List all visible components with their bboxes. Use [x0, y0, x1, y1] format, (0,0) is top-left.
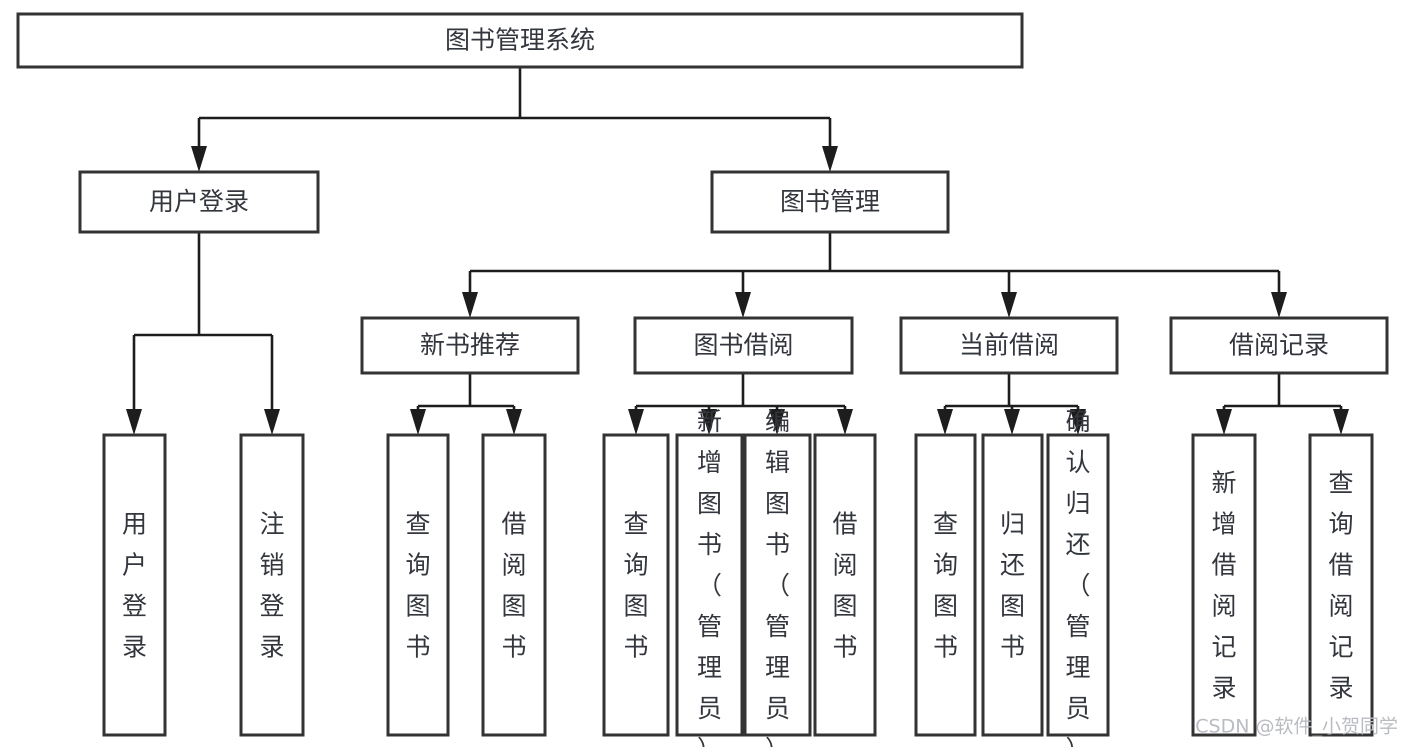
node-box-leaf-user-login[interactable] — [102, 433, 167, 737]
node-box-borrow-record[interactable] — [1169, 316, 1389, 375]
node-label-leaf-add-book-admin: 新增图书（管理员） — [697, 407, 722, 747]
nodes-layer: 图书管理系统用户登录图书管理新书推荐图书借阅当前借阅借阅记录用户登录注销登录查询… — [16, 12, 1389, 747]
node-label-current-borrow: 当前借阅 — [959, 331, 1059, 360]
node-leaf-return-book[interactable]: 归还图书 — [981, 433, 1044, 737]
node-box-leaf-add-borrow-record[interactable] — [1191, 433, 1257, 737]
csdn-watermark: CSDN @软件_小贺同学 — [1195, 716, 1398, 738]
node-leaf-query-book-3[interactable]: 查询图书 — [914, 433, 977, 737]
connector-book-borrow — [628, 373, 853, 435]
node-box-new-book-recommend[interactable] — [360, 316, 580, 375]
node-label-leaf-query-book-1: 查询图书 — [405, 510, 430, 662]
node-label-leaf-query-book-3: 查询图书 — [933, 510, 958, 662]
node-label-user-login: 用户登录 — [149, 187, 249, 216]
node-leaf-add-book-admin[interactable]: 新增图书（管理员） — [675, 407, 744, 747]
node-label-leaf-return-book: 归还图书 — [1000, 510, 1025, 662]
connector-root — [191, 67, 838, 172]
node-leaf-borrow-book-1[interactable]: 借阅图书 — [481, 433, 547, 737]
node-box-leaf-user-logout[interactable] — [239, 433, 305, 737]
node-new-book-recommend[interactable]: 新书推荐 — [360, 316, 580, 375]
node-box-leaf-query-book-2[interactable] — [602, 433, 670, 737]
node-box-leaf-query-borrow-record[interactable] — [1308, 433, 1374, 737]
node-box-leaf-borrow-book-2[interactable] — [813, 433, 877, 737]
node-leaf-add-borrow-record[interactable]: 新增借阅记录 — [1191, 433, 1257, 737]
node-leaf-confirm-return[interactable]: 确认归还（管理员） — [1046, 407, 1110, 747]
node-label-borrow-record: 借阅记录 — [1229, 331, 1329, 360]
node-box-leaf-borrow-book-1[interactable] — [481, 433, 547, 737]
connector-borrow-record — [1216, 373, 1349, 435]
connector-user-login — [126, 232, 280, 435]
node-box-leaf-return-book[interactable] — [981, 433, 1044, 737]
node-box-current-borrow[interactable] — [899, 316, 1119, 375]
node-box-leaf-add-book-admin[interactable] — [675, 433, 744, 737]
node-label-leaf-edit-book-admin: 编辑图书（管理员） — [765, 407, 790, 747]
node-label-leaf-add-borrow-record: 新增借阅记录 — [1211, 469, 1236, 703]
connector-book-management — [462, 232, 1287, 318]
node-label-leaf-confirm-return: 确认归还（管理员） — [1065, 407, 1090, 747]
node-label-root: 图书管理系统 — [445, 26, 595, 55]
node-current-borrow[interactable]: 当前借阅 — [899, 316, 1119, 375]
node-leaf-user-logout[interactable]: 注销登录 — [239, 433, 305, 737]
node-label-leaf-borrow-book-1: 借阅图书 — [501, 510, 526, 662]
node-box-leaf-query-book-1[interactable] — [386, 433, 450, 737]
node-box-book-management[interactable] — [710, 170, 950, 234]
node-label-new-book-recommend: 新书推荐 — [420, 331, 520, 360]
node-book-borrow[interactable]: 图书借阅 — [633, 316, 854, 375]
node-box-book-borrow[interactable] — [633, 316, 854, 375]
node-box-leaf-confirm-return[interactable] — [1046, 433, 1110, 737]
node-leaf-borrow-book-2[interactable]: 借阅图书 — [813, 433, 877, 737]
node-label-book-borrow: 图书借阅 — [693, 331, 793, 360]
node-borrow-record[interactable]: 借阅记录 — [1169, 316, 1389, 375]
node-label-leaf-user-logout: 注销登录 — [259, 510, 284, 662]
node-leaf-query-book-2[interactable]: 查询图书 — [602, 433, 670, 737]
node-book-management[interactable]: 图书管理 — [710, 170, 950, 234]
node-box-leaf-edit-book-admin[interactable] — [743, 433, 812, 737]
node-label-leaf-query-borrow-record: 查询借阅记录 — [1328, 469, 1353, 703]
node-leaf-query-borrow-record[interactable]: 查询借阅记录 — [1308, 433, 1374, 737]
node-leaf-query-book-1[interactable]: 查询图书 — [386, 433, 450, 737]
connectors-layer — [126, 67, 1349, 435]
node-label-leaf-user-login: 用户登录 — [122, 510, 147, 662]
node-box-root[interactable] — [16, 12, 1024, 69]
connector-current-borrow — [937, 373, 1086, 435]
node-leaf-edit-book-admin[interactable]: 编辑图书（管理员） — [743, 407, 812, 747]
node-box-leaf-query-book-3[interactable] — [914, 433, 977, 737]
node-box-user-login[interactable] — [78, 170, 320, 234]
node-label-leaf-borrow-book-2: 借阅图书 — [832, 510, 857, 662]
connector-new-book-recommend — [410, 373, 522, 435]
node-user-login[interactable]: 用户登录 — [78, 170, 320, 234]
node-label-leaf-query-book-2: 查询图书 — [623, 510, 648, 662]
node-root[interactable]: 图书管理系统 — [16, 12, 1024, 69]
node-label-book-management: 图书管理 — [780, 187, 880, 216]
node-leaf-user-login[interactable]: 用户登录 — [102, 433, 167, 737]
